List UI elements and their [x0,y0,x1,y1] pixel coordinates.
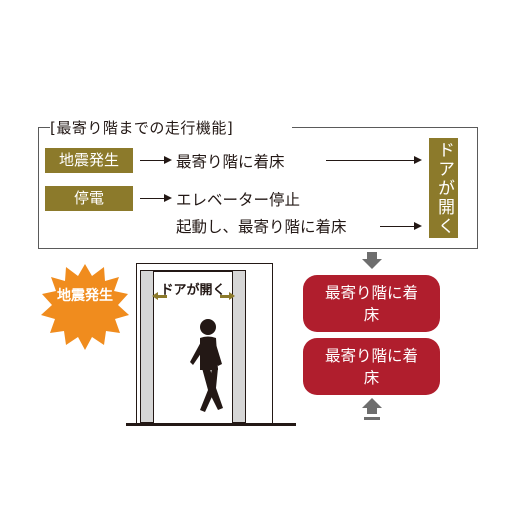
quake-result-text: 最寄り階に着床 [176,153,285,171]
pill-top-text: 最寄り階に着床 [324,283,418,324]
arrow-line [140,160,164,161]
burst-label: 地震発生 [57,288,113,304]
arrow-head-icon [414,222,422,230]
left-arrow-shaft [157,295,167,298]
up-arrow-icon [362,398,382,408]
elevator-floor [126,423,296,426]
elevator-shaft [136,263,273,424]
outage-restart-text: 起動し、最寄り階に着床 [176,218,347,236]
arrow-line [326,160,414,161]
right-door [232,270,246,423]
arrow-head-icon [414,156,422,164]
nearest-floor-pill-bottom: 最寄り階に着床 [303,338,440,395]
arrow-line [380,226,414,227]
outage-tag: 停電 [45,186,133,211]
frame-top-line-right [292,127,478,128]
walking-person-icon [190,319,223,412]
right-arrow-icon [229,292,235,300]
function-title: [最寄り階までの走行機能] [50,117,234,138]
function-frame [38,127,478,249]
up-arrow-base [364,417,380,420]
arrow-head-icon [164,156,172,164]
left-door [140,270,154,423]
down-arrow-shaft [367,252,377,259]
frame-top-line-left [38,127,50,128]
outage-stop-text: エレベーター停止 [176,191,301,209]
right-arrow-shaft [220,295,230,298]
arrow-head-icon [164,194,172,202]
pill-bottom-text: 最寄り階に着床 [324,346,418,387]
nearest-floor-pill-top: 最寄り階に着床 [303,275,440,332]
earthquake-tag: 地震発生 [45,148,133,173]
arrow-line [140,198,164,199]
door-open-label: ドアが開く [160,283,226,298]
door-frame-top [153,270,233,272]
left-arrow-icon [152,292,158,300]
down-arrow-icon [362,259,382,269]
door-opens-tag: ドアが開く [429,138,458,238]
earthquake-burst-icon [41,264,129,350]
up-arrow-shaft [367,408,377,414]
